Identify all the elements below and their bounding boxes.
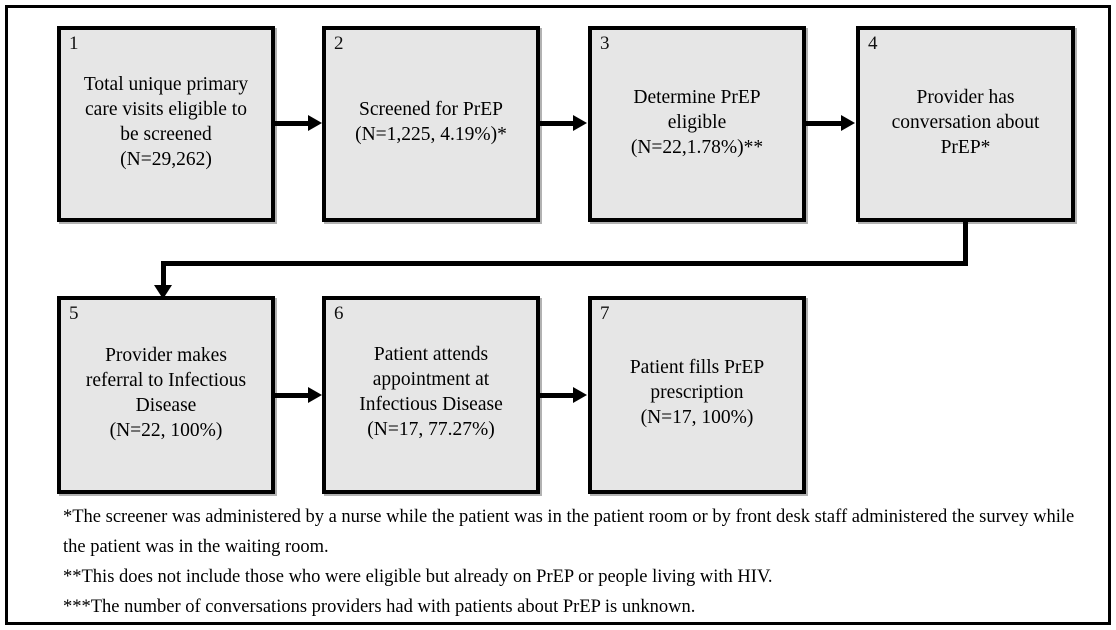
box-7-line-1: Patient fills PrEP (629, 357, 765, 378)
box-number-3: 3 (600, 33, 610, 54)
arrow-box1-to-box2-icon (275, 115, 322, 131)
box-5-line-4: (N=22, 100%) (109, 420, 223, 441)
arrow-box5-to-box6-icon (275, 387, 322, 403)
box-4-line-3: PrEP* (940, 137, 991, 158)
box-text-3: Determine PrEP eligible (N=22,1.78%)** (592, 85, 802, 160)
flow-box-4[interactable]: 4 Provider has conversation about PrEP* (856, 26, 1075, 222)
box-number-1: 1 (69, 33, 79, 54)
box-text-5: Provider makes referral to Infectious Di… (61, 343, 271, 443)
box-6-line-4: (N=17, 77.27%) (367, 419, 495, 440)
arrow-box4-to-box5-segment-vertical-left (161, 261, 166, 287)
flow-box-2[interactable]: 2 Screened for PrEP (N=1,225, 4.19%)* (322, 26, 540, 222)
box-number-4: 4 (868, 33, 878, 54)
box-6-line-2: appointment at (372, 369, 490, 390)
box-3-line-2: eligible (667, 112, 727, 133)
box-3-line-3: (N=22,1.78%)** (630, 137, 764, 158)
box-1-line-2: care visits eligible to (85, 99, 247, 120)
flow-box-5[interactable]: 5 Provider makes referral to Infectious … (57, 296, 275, 494)
box-text-7: Patient fills PrEP prescription (N=17, 1… (592, 355, 802, 430)
footnote-double-asterisk: **This does not include those who were e… (63, 567, 773, 587)
box-5-line-1: Provider makes (105, 345, 227, 366)
box-1-line-4: (N=29,262) (120, 149, 212, 170)
flow-box-3[interactable]: 3 Determine PrEP eligible (N=22,1.78%)** (588, 26, 806, 222)
box-text-1: Total unique primary care visits eligibl… (61, 72, 271, 172)
box-text-6: Patient attends appointment at Infectiou… (326, 342, 536, 442)
arrow-box2-to-box3-icon (540, 115, 587, 131)
box-text-4: Provider has conversation about PrEP* (860, 85, 1071, 160)
box-4-line-1: Provider has (916, 87, 1015, 108)
footnotes-block: *The screener was administered by a nurs… (63, 502, 1091, 622)
box-number-2: 2 (334, 33, 344, 54)
box-5-line-3: Disease (135, 395, 197, 416)
box-2-line-2: (N=1,225, 4.19%)* (355, 124, 507, 145)
box-text-2: Screened for PrEP (N=1,225, 4.19%)* (326, 97, 536, 147)
box-6-line-3: Infectious Disease (359, 394, 503, 415)
arrow-box4-to-box5-segment-vertical-right (963, 222, 968, 266)
box-2-line-1: Screened for PrEP (358, 99, 504, 120)
box-5-line-2: referral to Infectious (85, 370, 247, 391)
box-1-line-1: Total unique primary (83, 74, 249, 95)
footnote-triple-asterisk: ***The number of conversations providers… (63, 597, 696, 617)
box-1-line-3: be screened (120, 124, 212, 145)
flow-box-7[interactable]: 7 Patient fills PrEP prescription (N=17,… (588, 296, 806, 494)
arrow-box4-to-box5-head-icon (154, 285, 172, 299)
box-6-line-1: Patient attends (373, 344, 489, 365)
arrow-box4-to-box5-segment-horizontal (161, 261, 968, 266)
box-number-6: 6 (334, 303, 344, 324)
box-number-7: 7 (600, 303, 610, 324)
box-7-line-2: prescription (650, 382, 744, 403)
box-7-line-3: (N=17, 100%) (640, 407, 754, 428)
box-4-line-2: conversation about (891, 112, 1040, 133)
footnote-single-asterisk: *The screener was administered by a nurs… (63, 507, 1075, 557)
flow-box-6[interactable]: 6 Patient attends appointment at Infecti… (322, 296, 540, 494)
arrow-box6-to-box7-icon (540, 387, 587, 403)
arrow-box3-to-box4-icon (806, 115, 855, 131)
flow-box-1[interactable]: 1 Total unique primary care visits eligi… (57, 26, 275, 222)
box-3-line-1: Determine PrEP (633, 87, 761, 108)
box-number-5: 5 (69, 303, 79, 324)
